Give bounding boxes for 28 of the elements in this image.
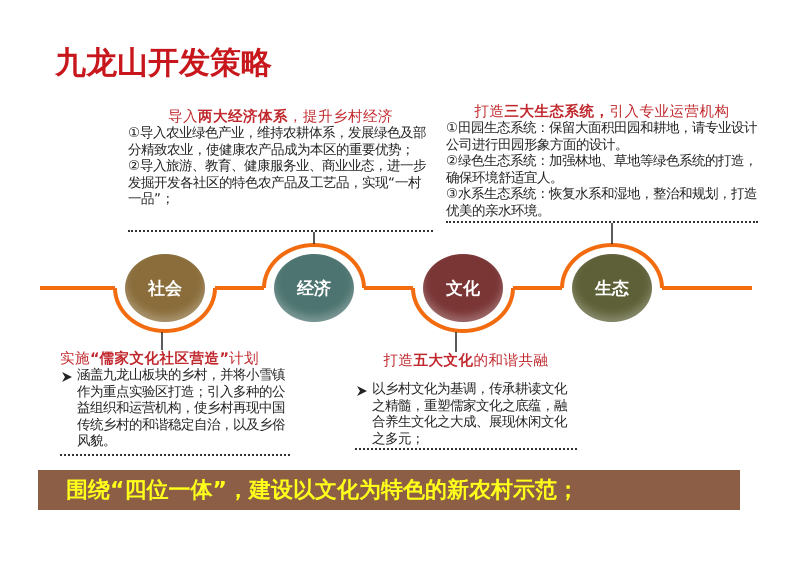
block-heading: 打造五大文化的和谐共融 xyxy=(382,352,550,370)
timeline-line xyxy=(364,286,413,290)
slogan-banner: 围绕“四位一体”，建设以文化为特色的新农村示范； xyxy=(38,470,740,510)
text-block xyxy=(355,352,577,450)
timeline-line xyxy=(215,286,264,290)
circle-badge: 经济 xyxy=(274,254,354,322)
paragraph-text: ②绿色生态系统：加强林地、草地等绿色系统的打造，确保环境舒适宜人。 xyxy=(446,154,758,186)
paragraph-text: ②导入旅游、教育、健康服务业、商业业态，进一步发掘开发各社区的特色农产品及工艺品，实现“一村一品”； xyxy=(128,159,428,208)
circle-badge: 生态 xyxy=(572,254,652,322)
block-heading: 打造三大生态系统，引入专业运营机构 xyxy=(474,103,730,120)
text-block xyxy=(128,108,433,232)
paragraph-text: ①导入农业绿色产业，维持农耕体系，发展绿色及部分精致农业，使健康农产品成为本区的重要优势； xyxy=(128,126,428,158)
bullet-text: 涵盖九龙山板块的乡村，并将小雪镇作为重点实验区打造；引入多种的公益组织和运营机构，使乡村再现中国传统乡村的和谐稳定自治，以及乡俗风貌。 xyxy=(77,368,286,450)
text-block xyxy=(60,350,290,456)
block-heading: 导入两大经济体系，提升乡村经济 xyxy=(167,108,394,126)
circle-badge: 文化 xyxy=(423,254,503,322)
paragraph-text: ③水系生态系统：恢复水系和湿地，整治和规划，打造优美的亲水环境。 xyxy=(446,187,758,220)
page-title: 九龙山开发策略 xyxy=(55,44,272,83)
block-heading: 实施“儒家文化社区营造”计划 xyxy=(60,350,260,368)
bullet-text: 以乡村文化为基调，传承耕读文化之精髓，重塑儒家文化之底蕴，融合养生文化之大成、展现休闲文化之多元； xyxy=(372,382,568,448)
text-block xyxy=(446,103,758,223)
circle-badge: 社会 xyxy=(125,254,205,322)
connector-line xyxy=(161,332,163,350)
paragraph-text: ①田园生态系统：保留大面积田园和耕地，请专业设计公司进行田园形象方面的设计。 xyxy=(446,121,758,154)
connector-line xyxy=(611,223,613,244)
connector-line xyxy=(313,232,315,244)
connector-line xyxy=(455,332,457,352)
timeline-line xyxy=(513,286,562,290)
